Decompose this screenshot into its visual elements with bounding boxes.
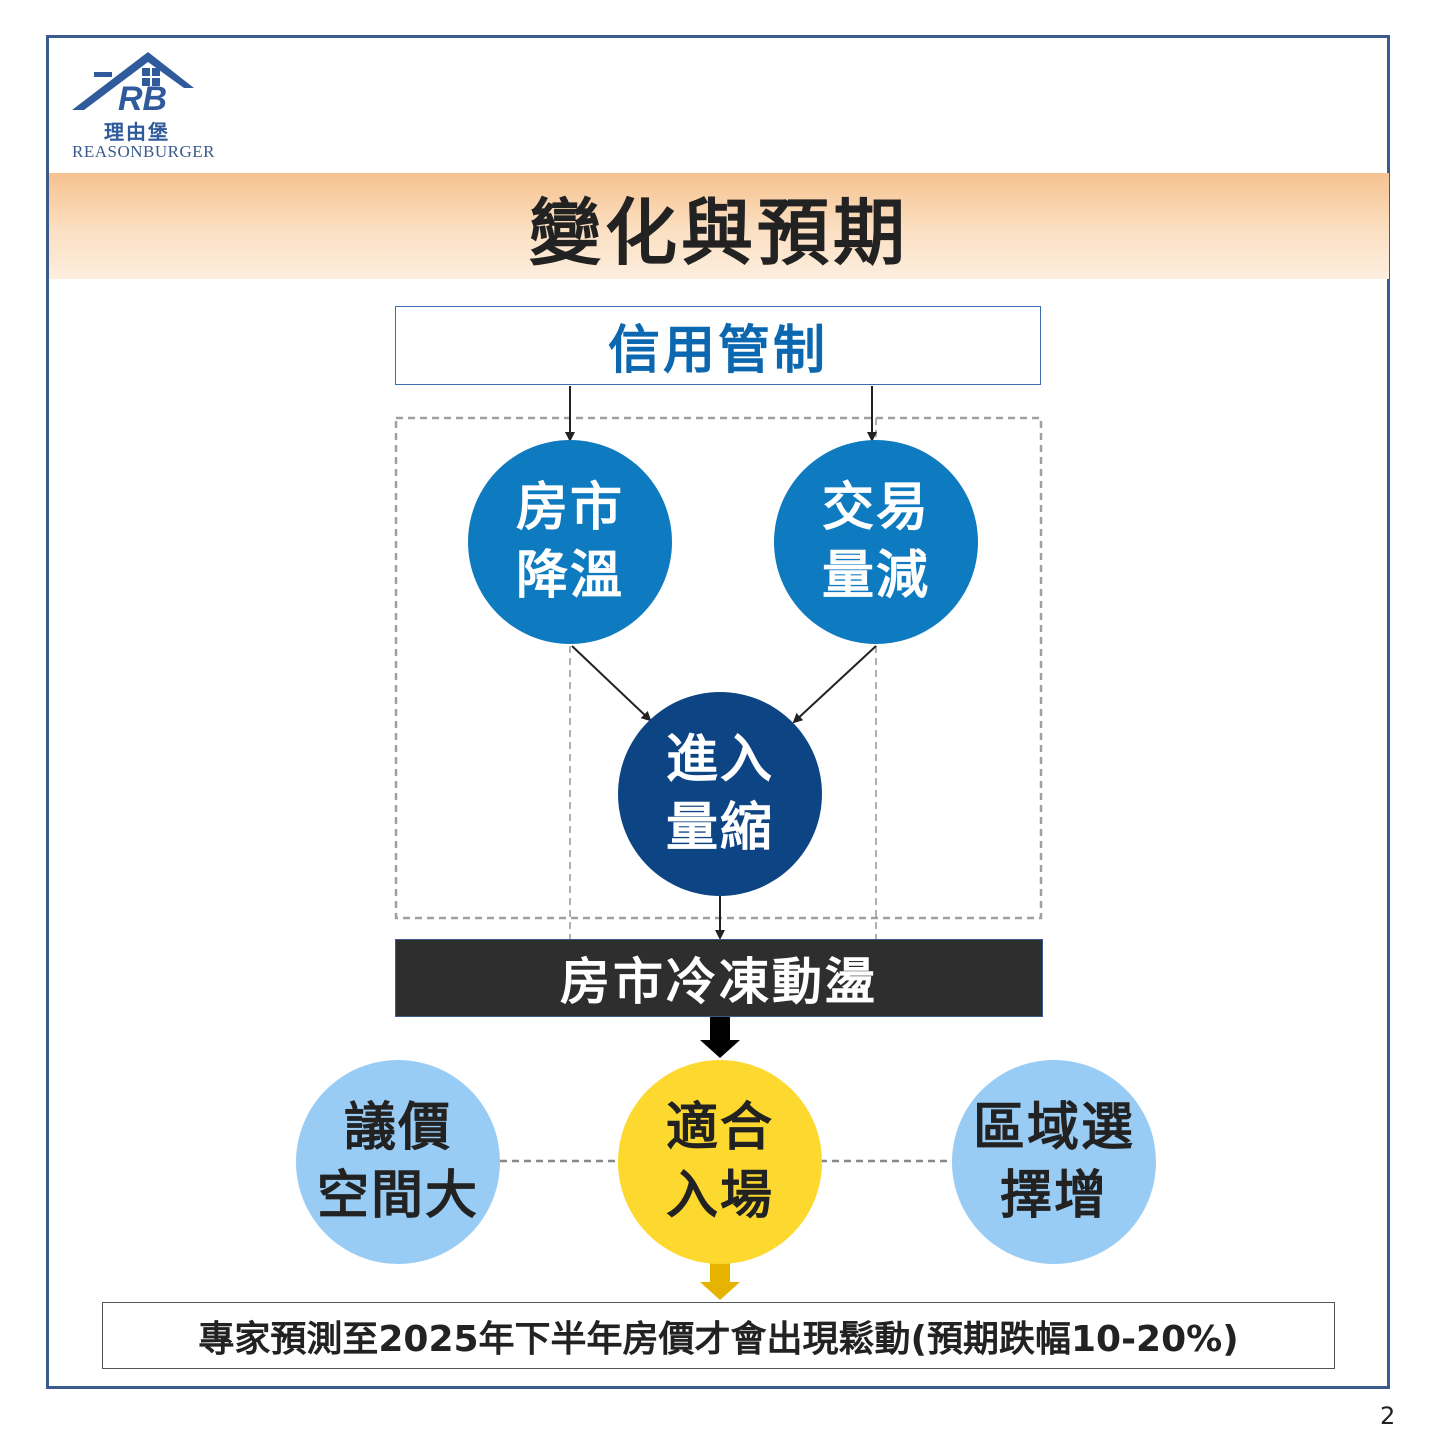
shrink-line1: 進入 bbox=[665, 730, 774, 790]
market-cooling-circle: 房市降溫 bbox=[468, 440, 672, 644]
volume-drop-circle: 交易量減 bbox=[774, 440, 978, 644]
entry-line1: 適合 bbox=[665, 1098, 774, 1158]
region-line2: 擇增 bbox=[999, 1166, 1108, 1226]
market-freeze-box: 房市冷凍動盪 bbox=[395, 939, 1043, 1017]
region-circle: 區域選擇增 bbox=[952, 1060, 1156, 1264]
bargain-line1: 議價 bbox=[343, 1098, 452, 1158]
market-cooling-line1: 房市 bbox=[515, 478, 624, 538]
credit-control-box: 信用管制 bbox=[395, 306, 1041, 385]
reasonburger-logo-icon: RB bbox=[72, 52, 194, 118]
arrow-volume-to-shrink bbox=[792, 645, 877, 724]
page-number: 2 bbox=[1380, 1402, 1396, 1430]
dashed-group-box bbox=[394, 416, 1043, 920]
yellow-down-arrow-icon bbox=[700, 1262, 740, 1300]
entry-circle: 適合入場 bbox=[618, 1060, 822, 1264]
market-freeze-label: 房市冷凍動盪 bbox=[560, 953, 878, 1011]
logo-chinese-name: 理由堡 bbox=[104, 120, 170, 144]
logo-english-name: REASONBURGER bbox=[72, 142, 215, 161]
volume-drop-line1: 交易 bbox=[821, 478, 930, 538]
shrink-line2: 量縮 bbox=[665, 798, 774, 858]
market-cooling-line2: 降溫 bbox=[515, 546, 624, 606]
forecast-text: 專家預測至2025年下半年房價才會出現鬆動(預期跌幅10-20%) bbox=[198, 1318, 1239, 1360]
page-title: 變化與預期 bbox=[528, 190, 909, 275]
region-line1: 區域選 bbox=[972, 1098, 1135, 1158]
black-down-arrow-icon bbox=[700, 1012, 740, 1058]
logo-mark: RB bbox=[118, 80, 167, 118]
arrow-cooling-to-shrink bbox=[571, 645, 652, 722]
credit-control-label: 信用管制 bbox=[607, 321, 828, 381]
forecast-box: 專家預測至2025年下半年房價才會出現鬆動(預期跌幅10-20%) bbox=[102, 1302, 1335, 1369]
bargain-circle: 議價空間大 bbox=[296, 1060, 500, 1264]
entry-line2: 入場 bbox=[665, 1166, 774, 1226]
bargain-line2: 空間大 bbox=[316, 1166, 479, 1226]
title-bar: 變化與預期 bbox=[49, 173, 1389, 279]
slide-frame bbox=[46, 35, 1390, 1389]
shrink-circle: 進入量縮 bbox=[618, 692, 822, 896]
volume-drop-line2: 量減 bbox=[821, 546, 930, 606]
